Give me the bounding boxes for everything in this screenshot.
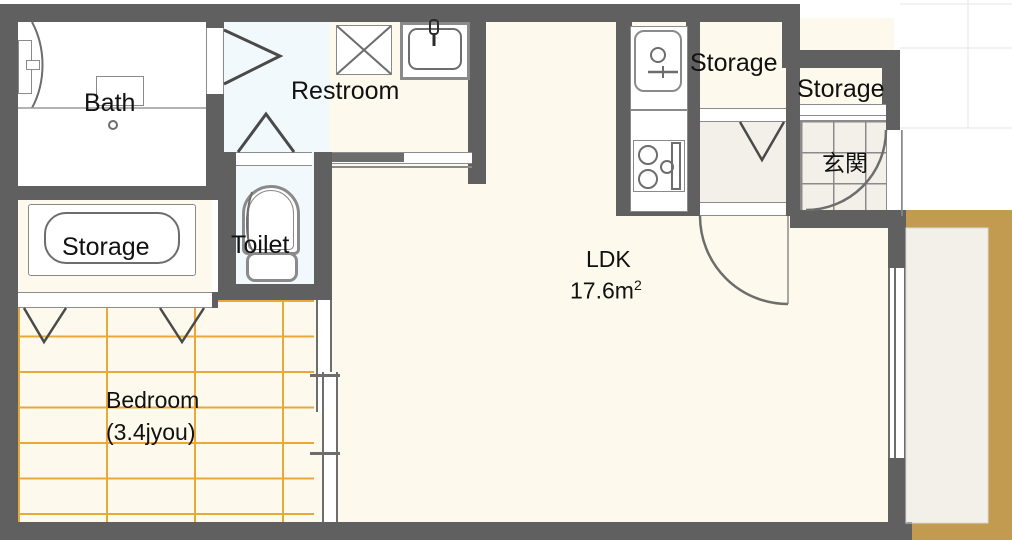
ldk-area-sup: 2 <box>633 277 642 293</box>
balcony-sliding-door-inner[interactable] <box>894 268 906 458</box>
bathtub-drain <box>108 120 118 130</box>
room-label-storage-entry: Storage <box>797 75 885 103</box>
shower-faucet-spout <box>26 60 40 70</box>
toilet-door-opening[interactable] <box>236 152 312 166</box>
gas-stove-body <box>633 140 685 192</box>
wall-kitchen-left <box>616 4 632 216</box>
washing-machine-space <box>336 25 392 75</box>
toilet-tank <box>246 252 298 282</box>
room-label-restroom: Restroom <box>291 77 400 105</box>
bedroom-door-sash-upper <box>310 374 340 377</box>
wall-toilet-right <box>314 152 332 300</box>
genkan-entry-door-opening[interactable] <box>886 130 902 210</box>
room-label-bath: Bath <box>84 89 136 117</box>
wall-storage-kitchen-right <box>786 68 800 216</box>
wall-restroom-right <box>468 4 486 184</box>
balcony-floor <box>906 228 988 523</box>
room-label-toilet: Toilet <box>231 231 290 259</box>
wall-bath-bottom <box>0 186 224 200</box>
room-label-genkan: 玄関 <box>822 151 868 177</box>
wall-storage-entry-top <box>786 54 896 68</box>
bedroom-door-sash-lower <box>310 452 340 455</box>
storage-kitchen-lower-floor <box>696 122 788 212</box>
restroom-sliding-door-panel[interactable] <box>332 153 404 162</box>
room-label-ldk: LDK <box>586 246 631 272</box>
wall-top-outer <box>0 4 800 22</box>
bath-door-opening[interactable] <box>206 28 224 94</box>
wall-kitchen-right <box>686 4 700 108</box>
wall-genkan-bottom <box>790 210 906 228</box>
storage-entry-door-opening[interactable] <box>800 104 886 116</box>
wall-kitchen-right-lower <box>686 108 700 216</box>
vanity-basin <box>408 28 462 70</box>
storage-kitchen-door-opening[interactable] <box>700 108 786 122</box>
wall-bottom-outer <box>0 522 912 540</box>
bedroom-sliding-door-lower[interactable] <box>322 372 338 522</box>
room-label-storage-left: Storage <box>62 233 150 261</box>
room-label-storage-kitchen: Storage <box>690 49 778 77</box>
room-label-bedroom-size: (3.4jyou) <box>106 419 196 445</box>
wall-right-ldk-lower <box>888 452 906 540</box>
wall-toilet-bottom <box>218 284 332 300</box>
wall-toilet-left <box>218 152 236 300</box>
ldk-area-unit: m <box>614 277 634 304</box>
storage-kitchen-upper-floor <box>696 22 788 110</box>
bath-counter <box>96 76 144 106</box>
room-label-bedroom: Bedroom <box>106 387 200 413</box>
ldk-area-value: 17.6 <box>570 277 615 304</box>
restroom-door-track <box>332 166 472 168</box>
wall-left-outer <box>0 4 18 538</box>
storage-left-door-opening[interactable] <box>18 292 212 308</box>
kitchen-sink-basin <box>634 30 682 92</box>
room-label-ldk-area: 17.6m2 <box>570 278 642 303</box>
bathtub-inner <box>44 212 180 264</box>
wall-top-connector <box>782 4 800 68</box>
storage-kitchen-lower-opening[interactable] <box>700 202 786 216</box>
